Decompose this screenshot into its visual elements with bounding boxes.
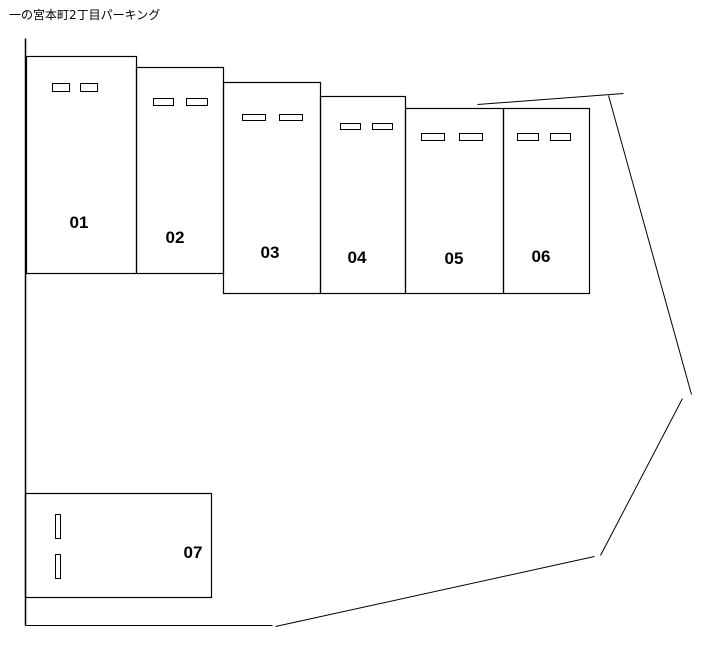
stall-01[interactable]: 01: [25, 55, 138, 275]
stall-outline: [502, 107, 591, 295]
wheel-stop-icon: [279, 114, 303, 121]
lot-title: 一の宮本町2丁目パーキング: [9, 8, 161, 22]
stall-03[interactable]: 03: [222, 81, 322, 295]
stall-number: 04: [348, 248, 367, 267]
wheel-stop-icon: [52, 83, 70, 92]
wheel-stop-icon: [372, 123, 393, 130]
stall-07[interactable]: 07: [24, 492, 213, 599]
stall-05[interactable]: 05: [404, 107, 505, 295]
wheel-stop-icon: [517, 133, 539, 141]
wheel-stop-icon: [550, 133, 571, 141]
boundary-line: [477, 93, 624, 105]
boundary-line: [600, 398, 683, 556]
stall-02[interactable]: 02: [135, 66, 225, 275]
wheel-stop-icon: [186, 98, 208, 106]
wheel-stop-icon: [421, 133, 445, 141]
wheel-stop-icon: [55, 514, 61, 539]
wheel-stop-icon: [80, 83, 98, 92]
stall-outline: [24, 492, 213, 599]
wheel-stop-icon: [55, 554, 61, 579]
stall-number: 07: [184, 543, 203, 562]
boundary-line: [608, 95, 692, 395]
stall-04[interactable]: 04: [319, 95, 407, 295]
stall-number: 01: [70, 213, 89, 232]
stall-06[interactable]: 06: [502, 107, 591, 295]
boundary-line: [275, 556, 595, 627]
wheel-stop-icon: [242, 114, 266, 121]
wheel-stop-icon: [340, 123, 361, 130]
wheel-stop-icon: [459, 133, 483, 141]
wheel-stop-icon: [153, 98, 174, 106]
stall-number: 03: [261, 243, 280, 262]
stall-number: 02: [166, 228, 185, 247]
stall-number: 05: [445, 249, 464, 268]
parking-stalls: 01 02 03 04 05 06 07: [24, 55, 591, 599]
stall-number: 06: [532, 247, 551, 266]
